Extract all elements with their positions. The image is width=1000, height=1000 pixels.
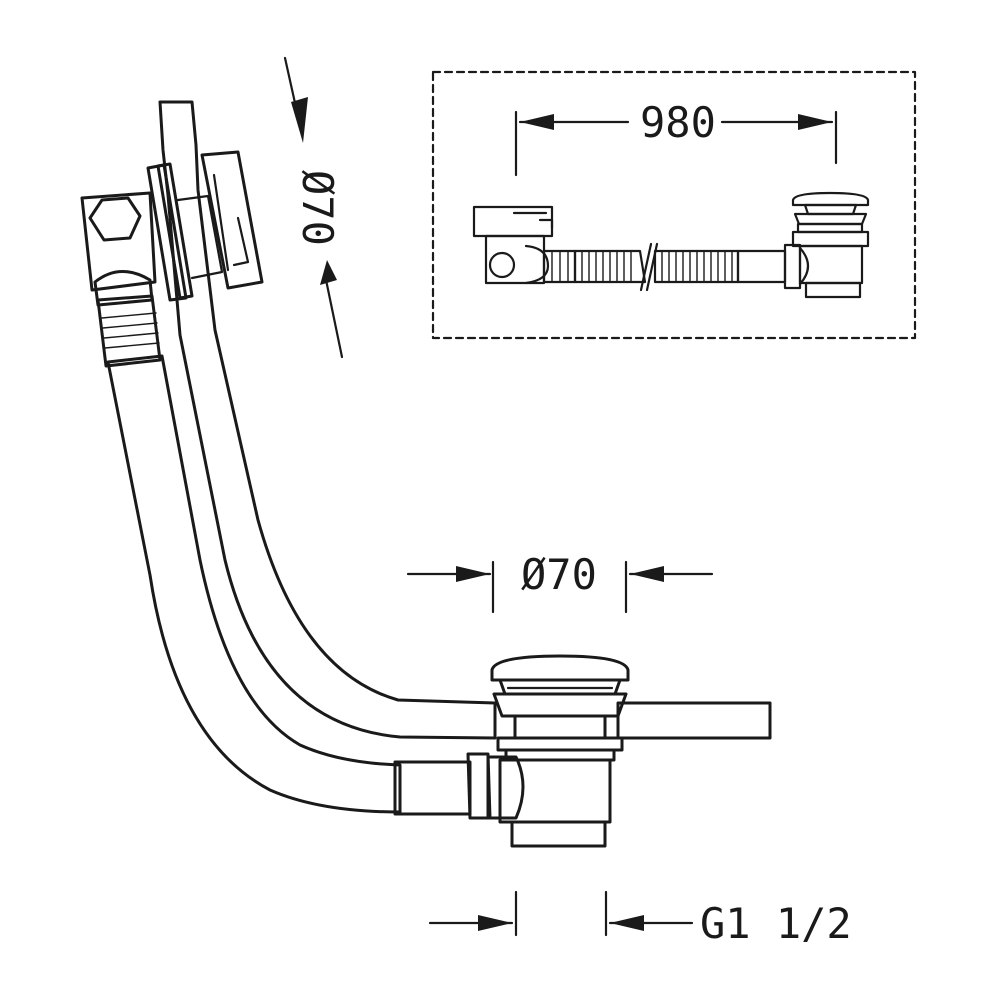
overflow-head: [80, 150, 264, 307]
bath-wall-section: [158, 100, 772, 740]
arrow-up-icon: [320, 260, 337, 285]
waste-diameter-dimension: Ø70: [406, 550, 714, 614]
waste-diameter-label: Ø70: [521, 550, 597, 599]
arrow-left-icon: [630, 566, 664, 582]
overflow-diameter-label: Ø70: [293, 170, 342, 246]
thread-dimension: G1 1/2: [428, 890, 852, 948]
flexible-hose: [96, 294, 492, 820]
overflow-diameter-dimension: Ø70: [283, 56, 344, 359]
hex-nut-icon: [488, 251, 516, 279]
waste-assembly: [486, 654, 630, 848]
arrow-left-icon: [520, 114, 554, 130]
arrow-right-icon: [478, 915, 512, 931]
arrow-left-icon: [610, 915, 644, 931]
thread-size-label: G1 1/2: [700, 899, 852, 948]
hex-nut-icon: [88, 196, 142, 242]
overall-length-label: 980: [640, 98, 716, 147]
arrow-down-icon: [291, 97, 308, 143]
arrow-right-icon: [456, 566, 490, 582]
length-inset: 980: [431, 70, 917, 340]
arrow-right-icon: [798, 114, 832, 130]
